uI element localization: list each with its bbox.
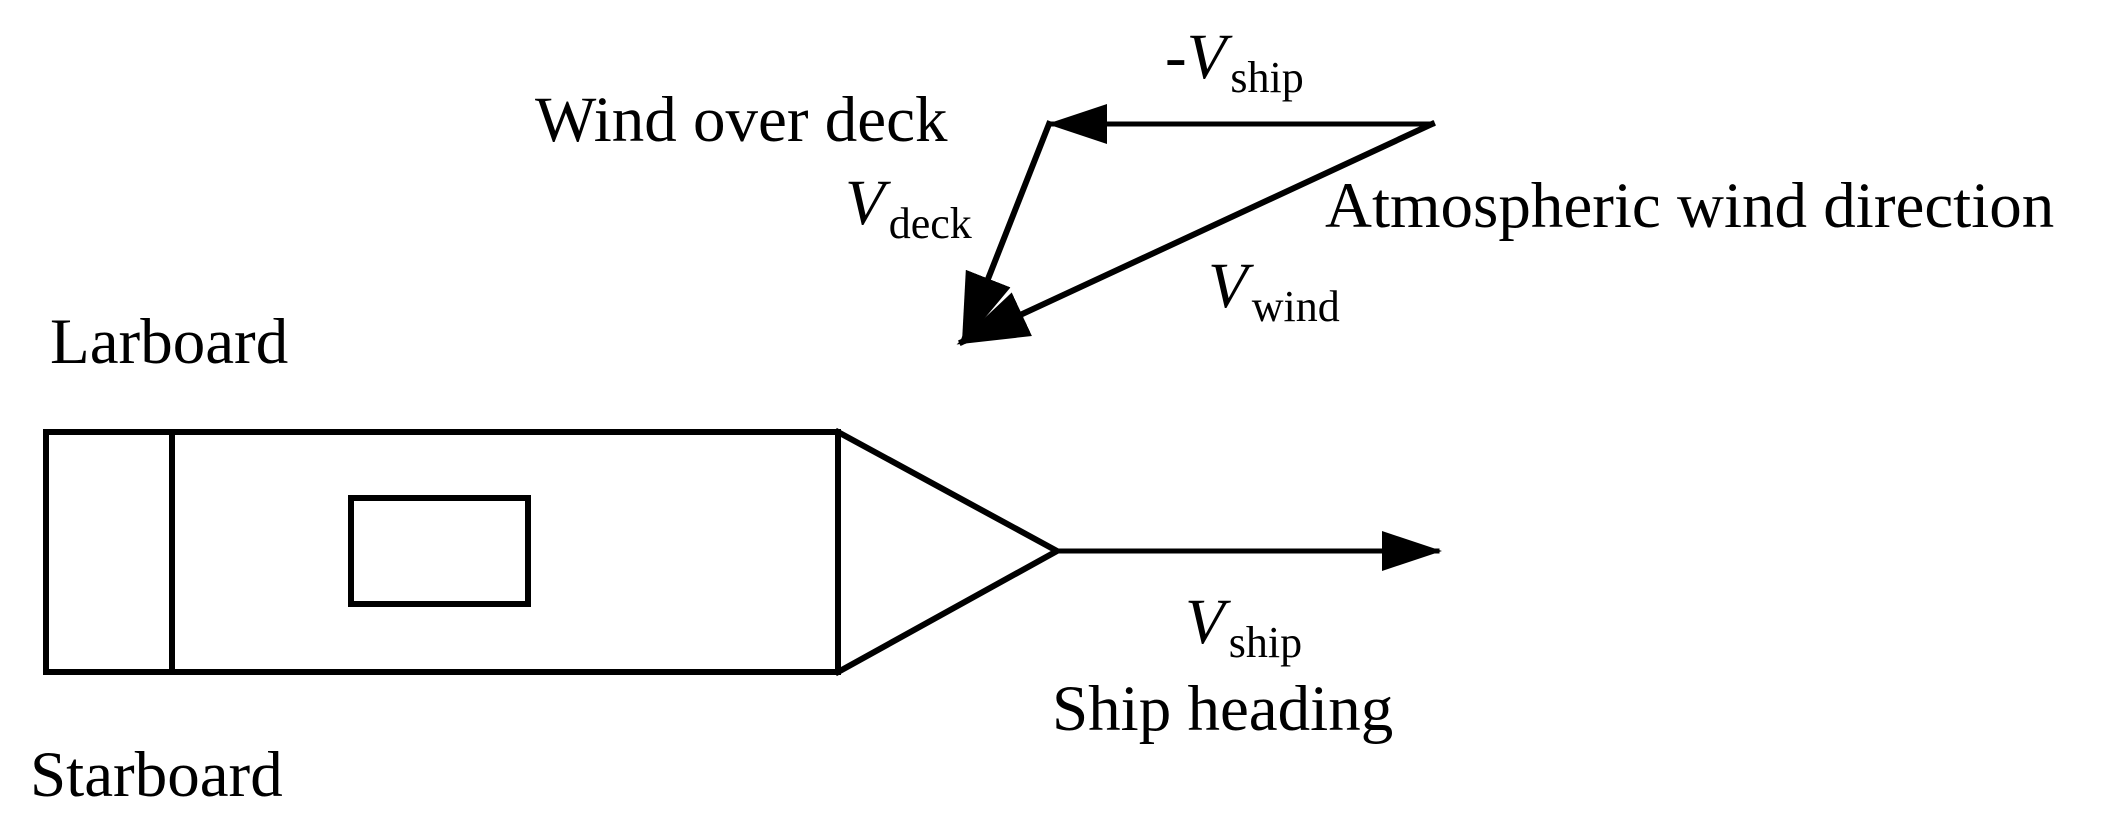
- v-deck-label: Vdeck: [845, 167, 972, 248]
- v-deck-arrow: [960, 120, 1053, 346]
- wind-over-deck-label: Wind over deck: [535, 84, 948, 156]
- ship-outline: [43, 427, 1064, 677]
- starboard-label: Starboard: [30, 739, 283, 811]
- ship-heading-label: Ship heading: [1052, 673, 1393, 745]
- atmospheric-wind-direction-label: Atmospheric wind direction: [1325, 170, 2054, 242]
- v-wind-label: Vwind: [1208, 250, 1340, 331]
- v-ship-label: Vship: [1185, 586, 1302, 667]
- ship-hull: [43, 429, 841, 675]
- v-wind-arrow: [956, 120, 1436, 346]
- ship-deckhouse: [348, 495, 531, 607]
- ship-bow: [833, 427, 1064, 677]
- larboard-label: Larboard: [50, 306, 288, 378]
- neg-v-ship-label: -Vship: [1165, 21, 1304, 102]
